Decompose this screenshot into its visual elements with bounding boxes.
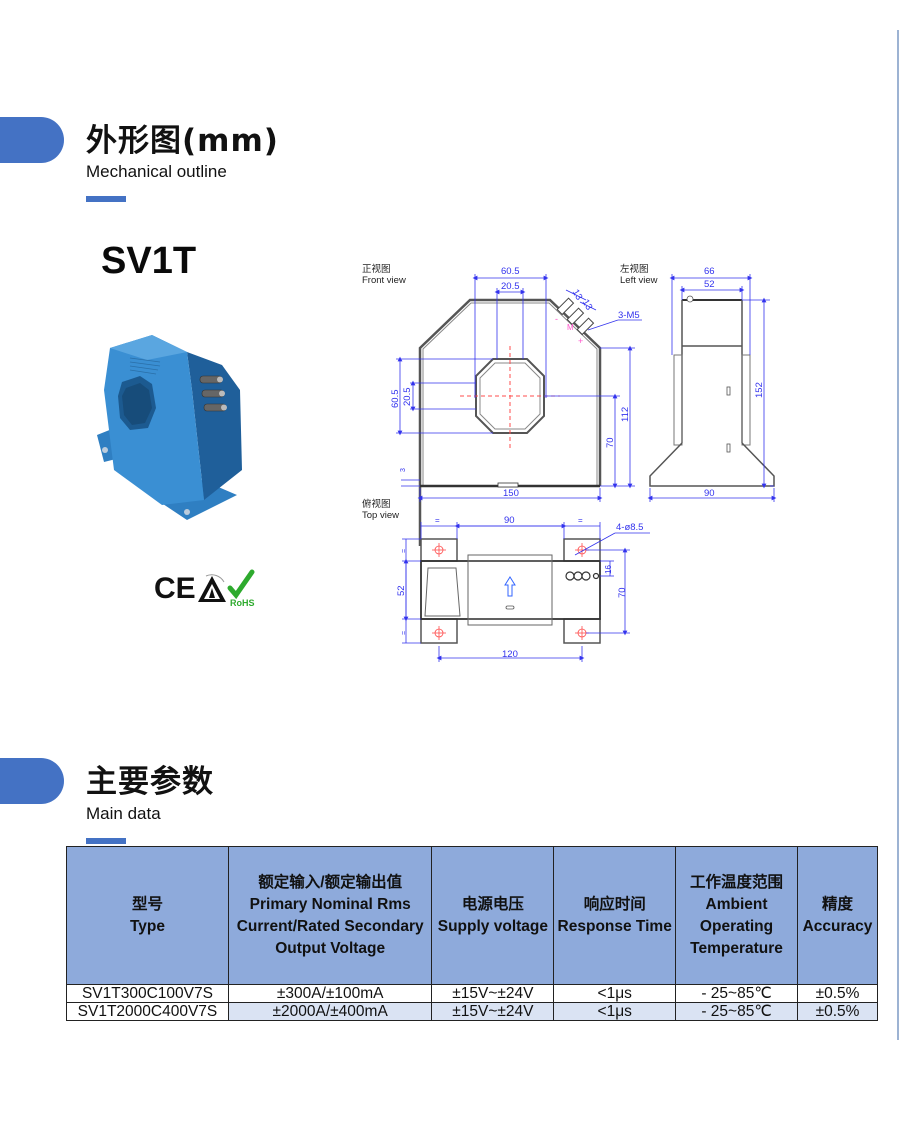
left-view-label-en: Left view [620, 275, 658, 286]
cell-operating-temperature: - 25~85℃ [675, 984, 798, 1003]
top-view-drawing: = 90 = 4-ø8.5 = 52 = 16 70 120 [396, 515, 650, 662]
cell-supply-voltage: ±15V~±24V [431, 984, 555, 1003]
column-header-cn: 额定输入/额定输出值 [258, 873, 403, 891]
column-header-response-time: 响应时间 Response Time [553, 846, 677, 985]
svg-text:CE: CE [154, 572, 196, 605]
dim-top-holes: 4-ø8.5 [616, 522, 643, 533]
dim-base-thickness: 3 [400, 468, 407, 472]
dim-top-eq-left: = [435, 516, 440, 525]
column-header-operating-temperature: 工作温度范围 Ambient Operating Temperature [675, 846, 798, 985]
dim-left-top-outer: 66 [704, 266, 715, 277]
cell-accuracy: ±0.5% [796, 984, 879, 1003]
table-header-row: 型号 Type 额定输入/额定输出值 Primary Nominal Rms C… [66, 846, 879, 985]
dim-inner-width: 20.5 [501, 281, 520, 292]
column-header-type: 型号 Type [66, 846, 229, 985]
cell-primary-current: ±300A/±100mA [227, 984, 433, 1003]
column-header-en: Accuracy [802, 917, 873, 935]
svg-text:RoHS: RoHS [230, 598, 255, 608]
column-header-en: Supply voltage [437, 917, 548, 935]
main-data-section-underline [86, 838, 126, 844]
dim-left-height: 152 [754, 382, 765, 398]
dim-total-height: 112 [620, 407, 631, 422]
dim-top-hole-pitch-x: 120 [502, 649, 518, 660]
section-marker-main-data [0, 758, 64, 804]
polarity-m-label: M [567, 323, 574, 332]
cell-type: SV1T300C100V7S [66, 984, 229, 1003]
cell-primary-current: ±2000A/±400mA [227, 1002, 433, 1021]
cell-accuracy: ±0.5% [796, 1002, 879, 1021]
top-view-label: 俯视图 Top view [362, 499, 399, 521]
column-header-accuracy: 精度 Accuracy [796, 846, 879, 985]
cell-response-time: <1μs [553, 984, 677, 1003]
outline-section-title: 外形图(mm) [86, 123, 279, 159]
dim-aperture-inner: 20.5 [402, 388, 413, 407]
rohs-check-icon: RoHS [227, 569, 255, 608]
top-view-label-en: Top view [362, 510, 399, 521]
dim-top-terminal-offset: 16 [604, 565, 613, 574]
cell-operating-temperature: - 25~85℃ [675, 1002, 798, 1021]
cell-type: SV1T2000C400V7S [66, 1002, 229, 1021]
column-header-en: Response Time [557, 917, 672, 935]
polarity-minus-label: - [555, 314, 558, 324]
mechanical-drawing: 正视图 Front view 左视图 Left view 俯视图 Top vie… [360, 258, 790, 668]
model-name: SV1T [101, 240, 197, 282]
dim-top-middle: 90 [504, 515, 515, 526]
main-data-table: 型号 Type 额定输入/额定输出值 Primary Nominal Rms C… [66, 846, 879, 1021]
outline-section-subtitle: Mechanical outline [86, 162, 227, 181]
dim-base-width: 150 [503, 488, 519, 499]
left-view-drawing: 66 52 152 90 [647, 266, 777, 502]
dim-top-side-height: 52 [396, 585, 407, 596]
column-header-primary-current: 额定输入/额定输出值 Primary Nominal Rms Current/R… [227, 846, 433, 985]
certification-logos: CE RoHS [154, 569, 255, 608]
cell-response-time: <1μs [553, 1002, 677, 1021]
esd-warning-icon [198, 574, 226, 602]
dim-top-width: 60.5 [501, 266, 520, 277]
dim-top-hole-pitch-y: 70 [617, 587, 628, 598]
dim-left-top-inner: 52 [704, 279, 715, 290]
polarity-plus-label: + [578, 336, 583, 346]
drawing-lines: M - + [390, 266, 777, 662]
table-row: SV1T300C100V7S ±300A/±100mA ±15V~±24V <1… [66, 984, 879, 1003]
dim-terminal-pitch-1: 13 [570, 288, 585, 303]
column-header-cn: 工作温度范围 [690, 873, 784, 891]
column-header-cn: 精度 [821, 895, 853, 913]
ce-mark-icon: CE [154, 572, 196, 605]
cell-supply-voltage: ±15V~±24V [431, 1002, 555, 1021]
dim-aperture-outer: 60.5 [390, 390, 401, 409]
front-view-label-en: Front view [362, 275, 406, 286]
dim-top-side-eq-top: = [401, 549, 408, 553]
dim-center-height: 70 [605, 437, 616, 448]
front-view-label-cn: 正视图 [362, 264, 391, 275]
top-view-label-cn: 俯视图 [362, 499, 391, 510]
column-header-cn: 电源电压 [461, 895, 524, 913]
column-header-en: Type [129, 917, 165, 935]
dim-terminal-spec: 3-M5 [618, 310, 640, 321]
column-header-cn: 型号 [131, 895, 163, 913]
page-edge-divider [897, 30, 899, 1040]
front-view-label: 正视图 Front view [362, 264, 406, 286]
section-marker-outline [0, 117, 64, 163]
column-header-supply-voltage: 电源电压 Supply voltage [431, 846, 555, 985]
column-header-en: Ambient Operating Temperature [690, 895, 783, 957]
table-row: SV1T2000C400V7S ±2000A/±400mA ±15V~±24V … [66, 1002, 879, 1021]
left-view-label: 左视图 Left view [620, 264, 658, 286]
main-data-section-title: 主要参数 [86, 764, 214, 800]
outline-section-underline [86, 196, 126, 202]
product-photo [97, 335, 242, 520]
main-data-section-subtitle: Main data [86, 804, 161, 823]
column-header-cn: 响应时间 [583, 895, 646, 913]
left-view-label-cn: 左视图 [620, 264, 649, 275]
column-header-en: Primary Nominal Rms Current/Rated Second… [236, 895, 424, 957]
dim-terminal-pitch-2: 13 [580, 298, 595, 313]
dim-top-side-eq-bottom: = [401, 631, 408, 635]
dim-left-base-width: 90 [704, 488, 715, 499]
front-view-drawing: M - + [390, 266, 642, 546]
dim-top-eq-right: = [578, 516, 583, 525]
